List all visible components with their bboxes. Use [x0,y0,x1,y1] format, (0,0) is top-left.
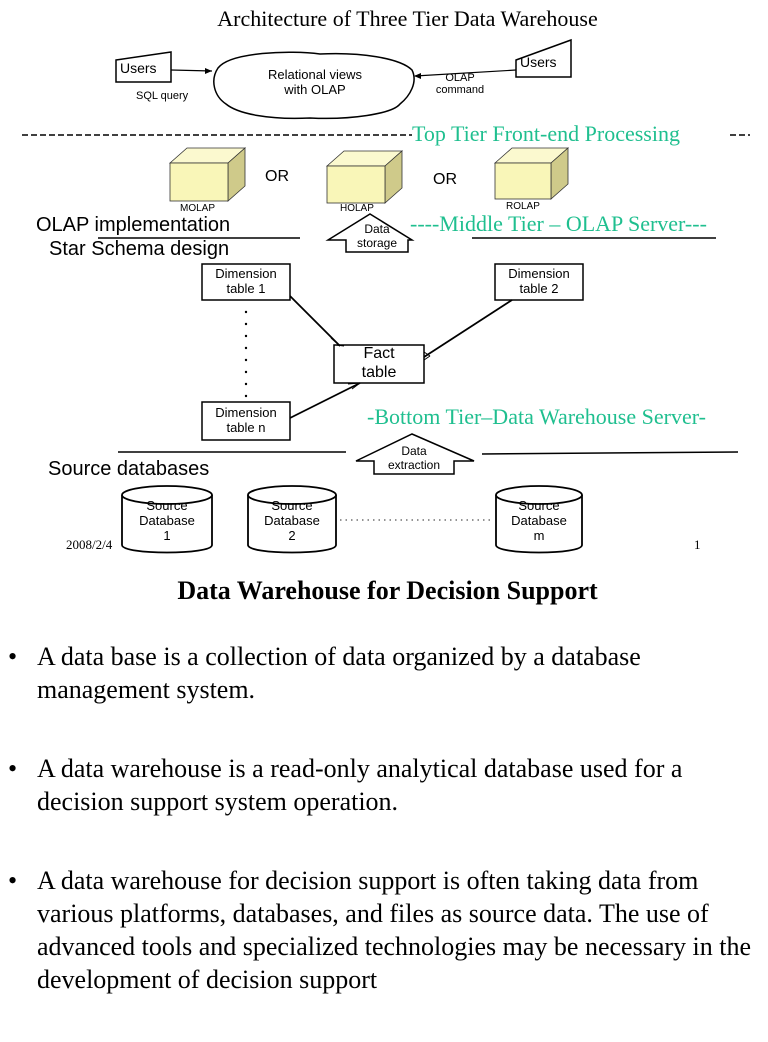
fact-table-box [333,344,425,384]
dim-table-2-box [494,263,584,301]
molap-label: MOLAP [180,203,216,214]
dim-table-1-label: Dimension table 1 [215,266,277,296]
users-left-label: Users [120,60,157,76]
source-databases-heading: Source databases [48,458,210,480]
slide-date: 2008/2/4 [66,537,113,552]
slide-title: Architecture of Three Tier Data Warehous… [217,6,598,31]
middle-tier-label: ----Middle Tier – OLAP Server--- [410,211,707,236]
cloud-label: Relational views with OLAP [268,67,362,97]
bullet-list: • A data base is a collection of data or… [0,640,768,1042]
users-right-shape [515,38,572,78]
vertical-ellipsis [244,310,248,398]
bullet-icon: • [8,642,18,671]
cube-holap [325,150,404,204]
document-title: Data Warehouse for Decision Support [177,576,598,605]
data-storage-arrow [325,213,415,253]
dim-table-n-label: Dimension table n [215,405,277,435]
bullet-icon: • [8,754,18,783]
source-db-1-cylinder [121,485,213,554]
cube-rolap [493,147,570,200]
dim-table-1-box [201,263,291,301]
or-label-1: OR [265,168,289,185]
bullet-item: • A data warehouse is a read-only analyt… [0,752,768,818]
holap-label: HOLAP [340,203,374,214]
rolap-label: ROLAP [506,201,540,212]
or-label-2: OR [433,171,457,188]
olap-command-arrow [414,69,517,77]
bullet-text: A data warehouse is a read-only analytic… [37,754,683,816]
bullet-item: • A data warehouse for decision support … [0,864,768,996]
data-extraction-label: Data extraction [387,444,441,472]
data-storage-label: Data storage [356,222,398,250]
olap-command-label: OLAP command [435,72,485,96]
source-db-2-cylinder [247,485,337,554]
source-db-1-label: Source Database 1 [139,498,195,543]
architecture-slide: Architecture of Three Tier Data Warehous… [22,6,750,554]
diagram-graphics [22,38,750,554]
source-db-m-label: Source Database m [511,498,567,543]
bullet-text: A data base is a collection of data orga… [37,642,641,704]
dim-table-n-box [201,401,291,441]
users-right-label: Users [520,54,557,70]
dim-table-2-label: Dimension table 2 [508,266,570,296]
cloud-shape [213,51,415,120]
top-tier-label: Top Tier Front-end Processing [412,121,680,146]
star-schema-heading: Star Schema design [49,238,230,260]
cube-molap [168,147,247,202]
data-extraction-arrow [355,433,475,475]
slide-page-number: 1 [694,537,701,552]
bullet-item: • A data base is a collection of data or… [0,640,768,706]
sql-query-label: SQL query [136,90,189,102]
source-db-m-cylinder [495,485,583,554]
bottom-tier-label: -Bottom Tier–Data Warehouse Server- [367,404,706,429]
bullet-text: A data warehouse for decision support is… [37,866,752,994]
users-left-shape [115,51,172,83]
source-db-2-label: Source Database 2 [264,498,320,543]
bullet-icon: • [8,866,18,895]
fact-table-label: Fact table [361,345,397,381]
olap-implementation-heading: OLAP implementation [36,214,231,236]
